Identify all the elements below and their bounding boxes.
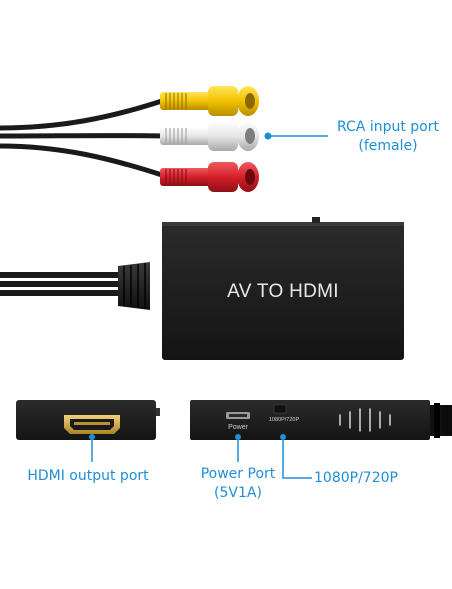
rca-cables bbox=[0, 97, 166, 179]
power-label-line2: (5V1A) bbox=[214, 485, 262, 501]
power-callout: Power Port (5V1A) bbox=[192, 465, 284, 503]
side-port-panel bbox=[190, 400, 452, 440]
resolution-label: 1080P/720P bbox=[314, 470, 398, 486]
converter-box bbox=[162, 217, 404, 360]
device-title: AV TO HDMI bbox=[227, 281, 339, 302]
resolution-callout-line bbox=[280, 434, 312, 479]
power-callout-line bbox=[235, 434, 241, 462]
main-cable-bundle bbox=[0, 262, 150, 310]
hdmi-end-panel bbox=[16, 400, 160, 440]
rca-callout-line bbox=[264, 132, 328, 140]
panel-switch-text: 1080P/720P bbox=[268, 417, 300, 423]
rca-plug-red bbox=[160, 162, 259, 192]
rca-callout: RCA input port (female) bbox=[330, 118, 446, 156]
rca-label-line2: (female) bbox=[358, 138, 418, 154]
hdmi-callout-line bbox=[89, 434, 95, 462]
rca-plug-yellow bbox=[160, 86, 259, 116]
rca-label-line1: RCA input port bbox=[337, 119, 439, 135]
panel-power-text: Power bbox=[228, 424, 248, 431]
power-label-line1: Power Port bbox=[200, 466, 276, 482]
hdmi-output-label: HDMI output port bbox=[27, 468, 149, 484]
rca-plug-white bbox=[160, 121, 259, 151]
